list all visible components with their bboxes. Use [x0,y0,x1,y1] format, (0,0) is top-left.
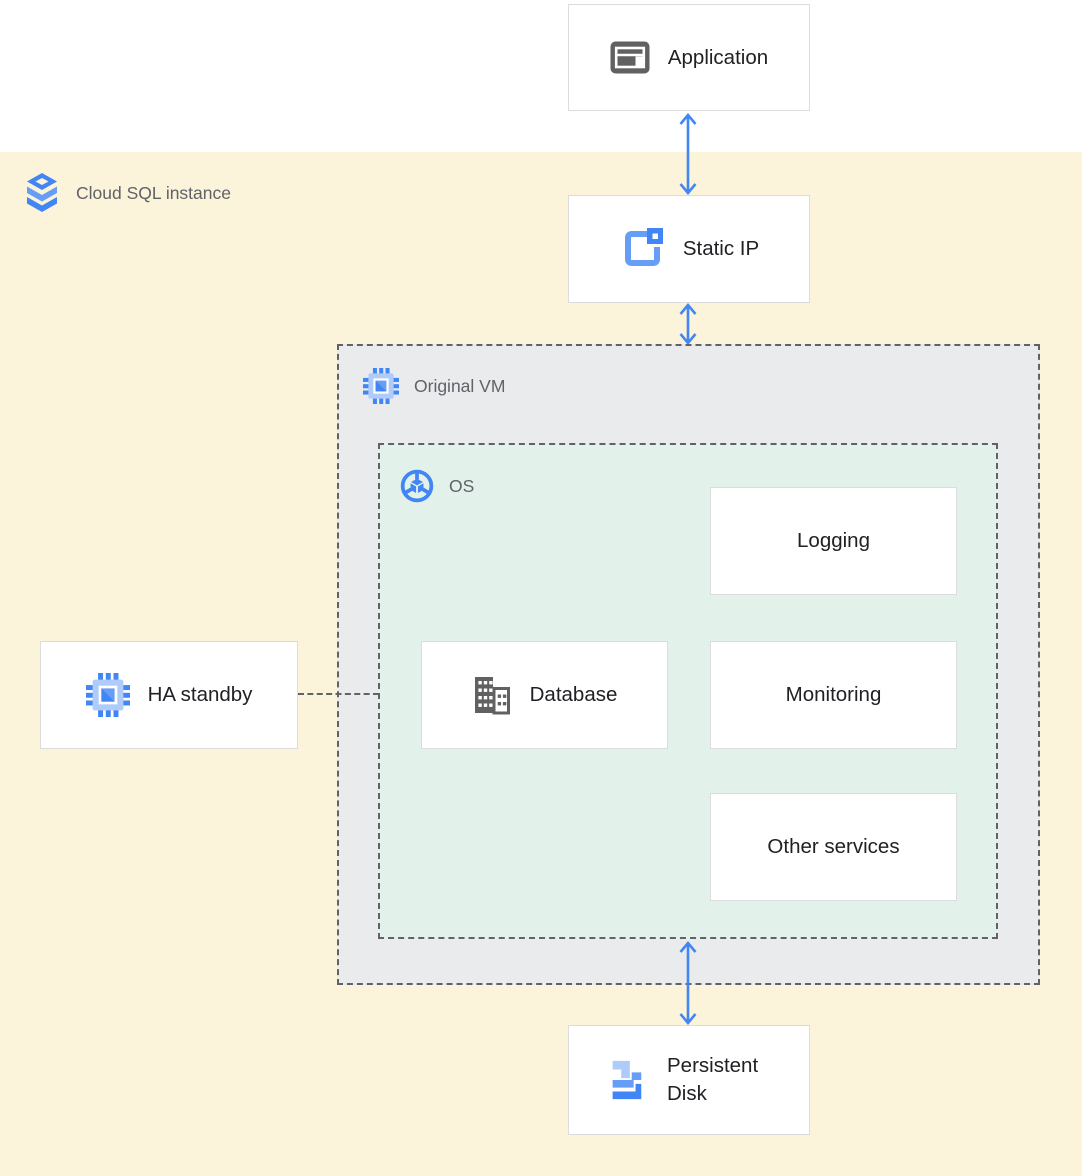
compute-engine-icon [85,673,130,717]
ha-standby-connector-line [298,693,379,695]
arrow-static-ip-original-vm [679,302,697,346]
arrow-application-static-ip [679,112,697,196]
logging-label: Logging [797,529,870,553]
os-container: OS Logging [378,443,998,939]
compute-engine-icon [363,368,399,404]
ha-standby-label: HA standby [147,683,253,707]
os-text: OS [449,475,475,496]
arrow-os-persistent-disk [679,940,697,1026]
external-ip-icon [624,228,663,266]
monitoring-node: Monitoring [710,641,957,749]
application-node: Application [568,4,810,111]
os-label: OS [400,469,474,503]
persistent-disk-icon [612,1060,642,1100]
application-label: Application [667,45,769,69]
logging-node: Logging [710,487,957,595]
other-services-label: Other services [767,835,900,859]
static-ip-label: Static IP [682,237,760,261]
monitoring-label: Monitoring [785,683,882,707]
other-services-node: Other services [710,793,957,901]
original-vm-label: Original VM [363,368,505,404]
persistent-disk-node: Persistent Disk [568,1025,810,1135]
os-image-icon [400,469,434,503]
static-ip-node: Static IP [568,195,810,303]
cloud-sql-instance-text: Cloud SQL instance [76,182,231,203]
database-node: Database [421,641,668,749]
ha-standby-node: HA standby [40,641,298,749]
original-vm-container: Original VM OS [337,344,1040,985]
cloud-sql-instance-label: Cloud SQL instance [24,172,231,214]
persistent-disk-label: Persistent Disk [667,1054,759,1105]
database-building-icon [474,677,510,715]
cloud-sql-icon [27,173,57,212]
application-icon [610,41,650,74]
database-label: Database [529,683,618,707]
original-vm-text: Original VM [414,375,506,396]
